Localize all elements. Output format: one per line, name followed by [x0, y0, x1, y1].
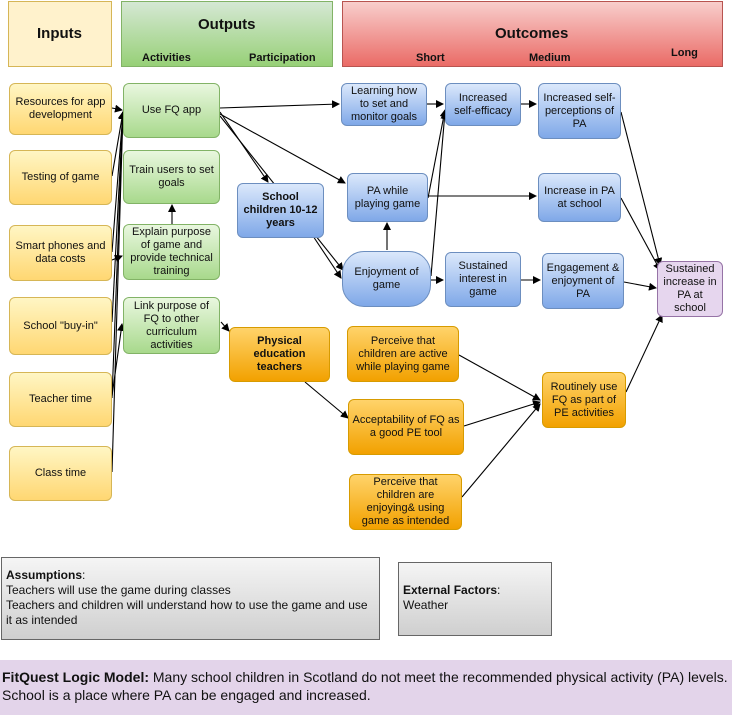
edge-phones-explain: [111, 254, 123, 263]
edge-children-enjoyment: [312, 235, 342, 279]
external-factors-heading: External Factors:: [403, 583, 547, 598]
participant-school-children: School children 10-12 years: [237, 183, 324, 238]
input-class-time: Class time: [9, 446, 112, 501]
external-factors-colon: :: [497, 583, 501, 597]
edge-usefq-children: [219, 111, 269, 183]
edge-perceive-active-routinely: [458, 354, 541, 401]
outputs-header: Outputs Activities Participation: [121, 1, 333, 67]
short-learning-goals: Learning how to set and monitor goals: [341, 83, 427, 126]
inputs-header-title: Inputs: [37, 25, 82, 42]
activity-link-purpose: Link purpose of FQ to other curriculum a…: [123, 297, 220, 354]
edge-class-usefq: [111, 111, 127, 473]
activities-label: Activities: [142, 52, 191, 64]
assumptions-heading: Assumptions:: [6, 568, 375, 583]
edge-selfperc-long: [620, 111, 663, 266]
edge-engagement-long: [623, 281, 657, 291]
short-perceive-enjoying: Perceive that children are enjoying& usi…: [349, 474, 462, 530]
edge-testing-usefq: [111, 111, 126, 177]
short-enjoyment-of-game: Enjoyment of game: [342, 251, 431, 307]
medium-self-perceptions: Increased self-perceptions of PA: [538, 83, 621, 139]
assumptions-colon: :: [82, 568, 86, 582]
assumptions-panel: Assumptions: Teachers will use the game …: [1, 557, 380, 640]
assumption-line-2: Teachers and children will understand ho…: [6, 598, 368, 627]
short-perceive-active: Perceive that children are active while …: [347, 326, 459, 382]
edge-enjoyment-selfeff: [430, 111, 449, 277]
activity-explain-purpose: Explain purpose of game and provide tech…: [123, 224, 220, 280]
short-label: Short: [416, 52, 445, 64]
outputs-header-title: Outputs: [198, 16, 256, 33]
input-buyin: School "buy-in": [9, 297, 112, 355]
edge-usefq-learning: [219, 100, 340, 109]
edge-routinely-long: [625, 314, 663, 393]
caption-text: Many school children in Scotland do not …: [2, 669, 728, 703]
medium-sustained-interest: Sustained interest in game: [445, 252, 521, 307]
short-pa-while-playing: PA while playing game: [347, 173, 428, 222]
edge-link-teachers: [220, 321, 230, 332]
edge-paplaying-selfeff: [427, 109, 448, 199]
external-factors-title: External Factors: [403, 583, 498, 597]
medium-engagement-enjoyment: Engagement & enjoyment of PA: [542, 253, 624, 309]
input-teacher-time: Teacher time: [9, 372, 112, 427]
assumptions-title: Assumptions: [6, 568, 83, 582]
assumption-line-1: Teachers will use the game during classe…: [6, 583, 231, 597]
input-testing: Testing of game: [9, 150, 112, 205]
outcomes-header: Outcomes Short Medium Long: [342, 1, 723, 67]
external-factors-panel: External Factors: Weather: [398, 562, 552, 636]
medium-routinely-use-fq: Routinely use FQ as part of PE activitie…: [542, 372, 626, 428]
edge-paschool-long: [620, 197, 661, 271]
caption-banner: FitQuest Logic Model: Many school childr…: [0, 660, 732, 715]
activity-train-users: Train users to set goals: [123, 150, 220, 204]
caption-title: FitQuest Logic Model:: [2, 669, 149, 685]
inputs-header: Inputs: [8, 1, 112, 67]
edge-acceptability-routinely: [463, 400, 541, 427]
input-phones: Smart phones and data costs: [9, 225, 112, 281]
medium-pa-at-school: Increase in PA at school: [538, 173, 621, 222]
long-sustained-pa: Sustained increase in PA at school: [657, 261, 723, 317]
outcomes-header-title: Outcomes: [495, 25, 569, 42]
edge-teachers-acceptability: [304, 381, 349, 419]
edge-phones-usefq: [111, 111, 127, 253]
input-resources: Resources for app development: [9, 83, 112, 135]
activity-use-fq-app: Use FQ app: [123, 83, 220, 138]
participant-pe-teachers: Physical education teachers: [229, 327, 330, 382]
participation-label: Participation: [249, 52, 316, 64]
edge-usefq-paplaying: [219, 113, 346, 184]
short-acceptability: Acceptability of FQ as a good PE tool: [348, 399, 464, 455]
edge-teacher-link: [111, 323, 125, 397]
edge-perceive-enjoying-routinely: [461, 403, 541, 498]
edge-resources-usefq: [111, 104, 123, 113]
medium-label: Medium: [529, 52, 571, 64]
long-label: Long: [671, 47, 698, 59]
medium-self-efficacy: Increased self-efficacy: [445, 83, 521, 126]
external-factor-weather: Weather: [403, 598, 449, 612]
